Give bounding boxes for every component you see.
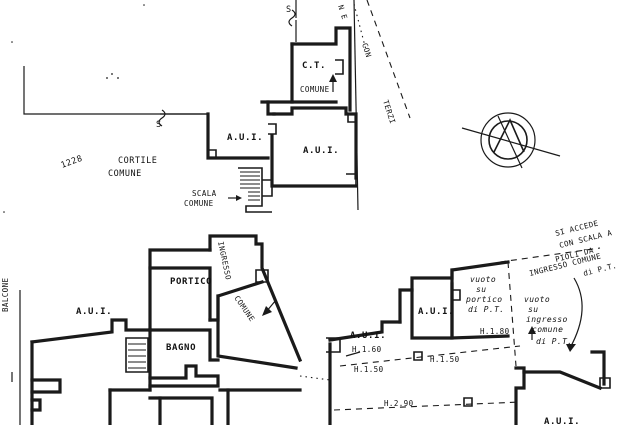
- break-mark-top: [288, 9, 296, 27]
- label-scala: SCALA: [192, 189, 217, 198]
- label-vuoto-portico-3: portico: [465, 295, 503, 304]
- vuoto-boundary: [507, 261, 517, 367]
- label-ingresso-comune: COMUNE: [232, 294, 256, 323]
- north-arrow-icon: [461, 112, 561, 169]
- attic-corner: [326, 337, 341, 353]
- stair-icon-lower: [125, 337, 149, 373]
- ct-room-walls: [290, 26, 352, 112]
- wall-left-mark-2: [30, 398, 42, 412]
- label-ingresso: INGRESSO: [216, 241, 233, 281]
- wall-upper-left: [30, 318, 152, 344]
- upper-plan: [23, 0, 561, 213]
- label-aui-bottom-right: A.U.I.: [544, 417, 580, 425]
- break-mark-left: [158, 109, 166, 127]
- label-terzi: TERZI: [381, 99, 397, 125]
- upper-labels: C.T. COMUNE A.U.I. A.U.I. CORTILE COMUNE…: [60, 4, 398, 208]
- arrow-icon: [566, 344, 576, 352]
- label-con: CON: [360, 42, 373, 59]
- aui-top-left-walls: [206, 112, 270, 160]
- h-line-290: [333, 401, 521, 411]
- aui-mid-pillar: [452, 289, 461, 301]
- label-vuoto-ingresso-3: ingresso: [526, 315, 568, 324]
- label-vuoto-portico-1: vuoto: [470, 275, 496, 284]
- dotted-connector: [299, 375, 331, 381]
- aui-top-left-right-wall: [266, 100, 276, 116]
- h160-tick: [345, 351, 361, 357]
- label-h290: H.2.90: [384, 399, 414, 408]
- vuoto-portico-room: [450, 268, 510, 340]
- portico-walls: [148, 266, 212, 332]
- bottom-room: [148, 396, 214, 425]
- label-vuoto-ingresso-4: comune: [532, 325, 563, 334]
- post-mark-2: [413, 351, 423, 361]
- label-h150-left: H.1.50: [354, 365, 384, 374]
- attic-corner-mark: [599, 377, 611, 389]
- label-s-top: S: [286, 5, 292, 15]
- wall-left-mark: [30, 378, 62, 394]
- label-h150-mid: H.1.50: [430, 355, 460, 364]
- label-scala-comune: COMUNE: [184, 199, 214, 208]
- lower-left-plan: [11, 234, 331, 425]
- label-vuoto-portico-4: di P.T.: [468, 305, 505, 314]
- lower-right-plan: [326, 247, 611, 425]
- comune-corridor: [216, 294, 298, 370]
- label-cortile: CORTILE: [118, 156, 157, 166]
- label-cortile-comune: COMUNE: [108, 169, 142, 179]
- attic-right-corner: [590, 350, 606, 386]
- label-bagno: BAGNO: [166, 343, 196, 353]
- bagno-walls: [148, 328, 220, 362]
- label-aui-mid-a: A.U.I.: [350, 331, 386, 341]
- label-aui-top-left: A.U.I.: [227, 133, 263, 143]
- lower-right-labels: A.U.I. A.U.I. H.1.60 H.1.50 H.1.50 H.1.8…: [156, 120, 618, 425]
- aui-top-right-walls: [272, 106, 358, 180]
- courtyard-boundary: [23, 66, 208, 115]
- label-vuoto-ingresso-5: di P.T.: [536, 337, 573, 346]
- boundary-dotted: [353, 3, 367, 51]
- label-vuoto-portico-2: su: [476, 285, 486, 294]
- label-ne: N E: [336, 4, 349, 21]
- aui-top-right-bottom: [270, 134, 358, 188]
- ingresso-walls: [208, 234, 303, 363]
- misc-marks: [3, 4, 145, 213]
- portico-top: [148, 248, 212, 270]
- label-vuoto-ingresso-2: su: [528, 305, 538, 314]
- label-ct: C.T.: [302, 61, 326, 71]
- post-mark: [463, 397, 473, 407]
- door-mark: [268, 123, 277, 135]
- attic-wall-left: [328, 320, 402, 342]
- ingresso-pillar: [255, 269, 269, 283]
- label-ct-comune: COMUNE: [300, 85, 330, 94]
- arrow-icon: [528, 326, 536, 334]
- attic-right-wall: [514, 366, 526, 425]
- label-vuoto-ingresso-1: vuoto: [524, 295, 550, 304]
- stair-icon: [228, 167, 273, 213]
- label-h180: H.1.80: [480, 327, 510, 336]
- h-line-150: [339, 345, 521, 367]
- step-outline: [148, 364, 220, 388]
- label-balcone: BALCONE: [1, 278, 10, 312]
- attic-right-ext: [522, 370, 603, 391]
- note-arrow-shaft: [569, 277, 583, 349]
- arrow-icon: [329, 74, 337, 82]
- label-h160: H.1.60: [352, 345, 382, 354]
- label-portico: PORTICO: [170, 277, 212, 287]
- boundary-terzi: [353, 0, 359, 211]
- boundary-terzi-dashed: [366, 0, 411, 119]
- arrow-icon: [262, 306, 272, 316]
- label-aui-bottom-left: A.U.I.: [76, 307, 112, 317]
- ct-window: [335, 59, 344, 75]
- aui-corner-mark-2: [346, 173, 357, 186]
- label-s-left: S: [156, 120, 162, 130]
- label-aui-mid-b: A.U.I.: [418, 307, 454, 317]
- label-aui-top-right: A.U.I.: [303, 146, 339, 156]
- upper-dashed: [499, 247, 601, 263]
- aui-corner-mark: [208, 149, 217, 158]
- label-lot-number: 1228: [60, 154, 85, 171]
